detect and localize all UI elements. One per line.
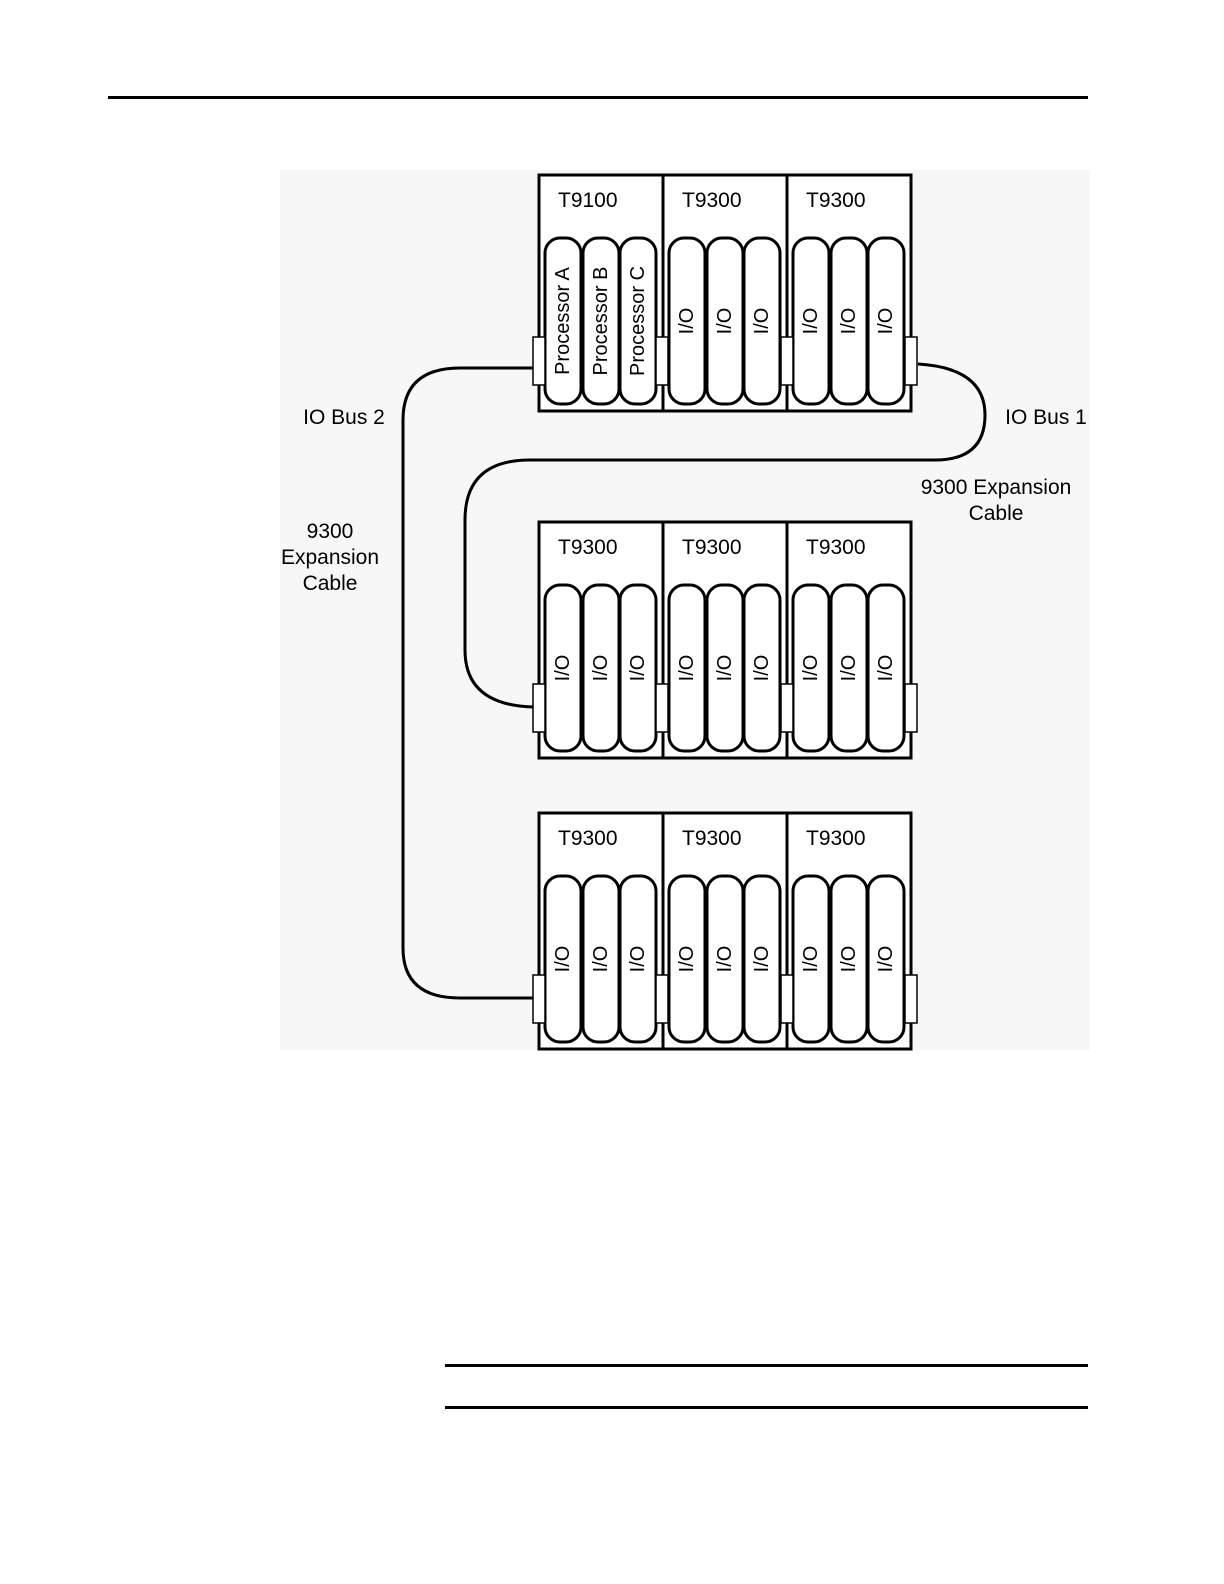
module-label: I/O: [627, 655, 649, 682]
module-label: I/O: [800, 655, 822, 682]
right-cable-label-line-1: 9300 Expansion: [921, 476, 1072, 499]
module-label: I/O: [800, 946, 822, 973]
module-label: I/O: [714, 308, 736, 335]
bus-connector: [781, 975, 793, 1023]
module-label: I/O: [676, 308, 698, 335]
module-label: I/O: [676, 655, 698, 682]
chassis-name: T9300: [558, 536, 618, 559]
module-label: I/O: [838, 655, 860, 682]
chassis-name: T9300: [558, 827, 618, 850]
module-label: Processor C: [627, 266, 649, 376]
io-bus-2-label: IO Bus 2: [303, 406, 385, 429]
left-cable-label-line-2: Expansion: [281, 546, 379, 569]
module-label: Processor B: [590, 267, 612, 376]
chassis-name: T9300: [682, 189, 742, 212]
right-cable-label-line-2: Cable: [969, 502, 1024, 525]
left-cable-label-line-1: 9300: [307, 520, 354, 543]
chassis-name: T9300: [806, 536, 866, 559]
module-label: I/O: [875, 655, 897, 682]
io-bus-1-label: IO Bus 1: [1005, 406, 1087, 429]
chassis-name: T9300: [806, 827, 866, 850]
module-label: I/O: [676, 946, 698, 973]
bus-connector: [905, 337, 917, 385]
bus-connector: [656, 337, 668, 385]
left-cable-label-line-3: Cable: [303, 572, 358, 595]
chassis-name: T9300: [682, 827, 742, 850]
module-label: I/O: [838, 946, 860, 973]
bus-connector: [656, 975, 668, 1023]
module-label: I/O: [875, 946, 897, 973]
module-label: Processor A: [552, 266, 574, 374]
module-label: I/O: [552, 946, 574, 973]
bus-connector: [905, 684, 917, 732]
module-label: I/O: [751, 308, 773, 335]
bus-connector: [905, 975, 917, 1023]
bus-connector: [533, 337, 545, 385]
module-label: I/O: [751, 655, 773, 682]
module-label: I/O: [838, 308, 860, 335]
bus-connector: [533, 684, 545, 732]
bus-connector: [781, 337, 793, 385]
bus-connector: [781, 684, 793, 732]
module-label: I/O: [800, 308, 822, 335]
bus-connector: [656, 684, 668, 732]
chassis-name: T9100: [558, 189, 618, 212]
chassis-name: T9300: [682, 536, 742, 559]
bus-connector: [533, 975, 545, 1023]
module-label: I/O: [875, 308, 897, 335]
module-label: I/O: [751, 946, 773, 973]
chassis-name: T9300: [806, 189, 866, 212]
module-label: I/O: [590, 655, 612, 682]
module-label: I/O: [714, 655, 736, 682]
module-label: I/O: [552, 655, 574, 682]
module-label: I/O: [627, 946, 649, 973]
module-label: I/O: [590, 946, 612, 973]
module-label: I/O: [714, 946, 736, 973]
